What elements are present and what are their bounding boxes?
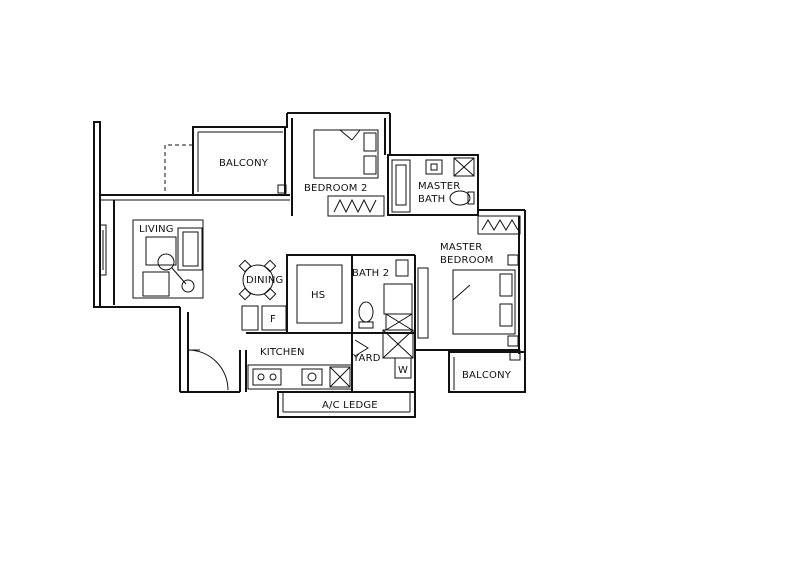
dining: DINING — [238, 259, 284, 301]
master-bedroom-label-2: BEDROOM — [440, 255, 494, 266]
hs-label: HS — [311, 290, 325, 301]
master-bedroom-label-1: MASTER — [440, 242, 482, 253]
kitchen-label: KITCHEN — [260, 347, 305, 358]
master-bath: MASTER BATH — [387, 154, 479, 216]
master-bath-label-1: MASTER — [418, 181, 460, 192]
living-label: LIVING — [139, 224, 174, 235]
bedroom-2-label: BEDROOM 2 — [304, 183, 368, 194]
master-bedroom: MASTER BEDROOM — [414, 209, 526, 361]
bath-2: BATH 2 — [352, 254, 416, 331]
master-bath-label-2: BATH — [418, 194, 445, 205]
yard-label: YARD — [352, 353, 381, 364]
bath-2-label: BATH 2 — [352, 268, 389, 279]
living: LIVING — [99, 219, 204, 299]
ac-ledge-label: A/C LEDGE — [322, 400, 378, 411]
dining-label: DINING — [246, 275, 284, 286]
fridge-label: F — [270, 314, 276, 325]
washer-label: W — [398, 365, 408, 376]
balcony-right: BALCONY — [448, 351, 526, 393]
bedroom-2: BEDROOM 2 — [277, 112, 391, 217]
ac-ledge: A/C LEDGE — [277, 391, 416, 418]
household-shelter: HS — [286, 254, 353, 334]
balcony-right-label: BALCONY — [462, 370, 512, 381]
yard: YARD W — [352, 329, 416, 392]
balcony-left: BALCONY — [164, 126, 286, 196]
balcony-left-label: BALCONY — [219, 158, 269, 169]
kitchen: F KITCHEN — [241, 305, 353, 392]
